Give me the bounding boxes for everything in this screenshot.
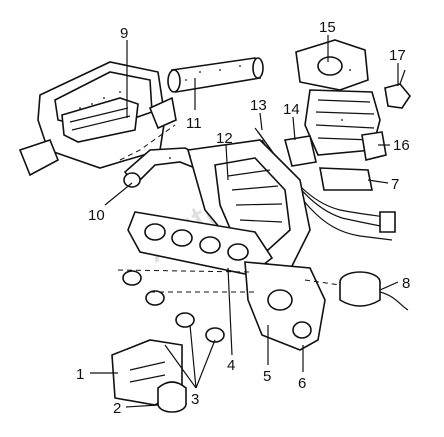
callout-6: 6 [298, 375, 306, 392]
breather-pipe [123, 147, 212, 188]
callout-7: 7 [391, 176, 399, 193]
manifold-gasket [127, 211, 274, 276]
leader-lines [90, 35, 399, 408]
callout-3: 3 [191, 391, 199, 408]
callout-12: 12 [216, 130, 233, 147]
callout-14: 14 [283, 101, 300, 118]
electrical-connector [283, 135, 317, 167]
callout-17: 17 [389, 47, 406, 64]
callout-1: 1 [76, 366, 84, 383]
callout-labels: 9 11 10 12 13 14 15 16 17 7 8 4 5 6 3 1 … [76, 19, 410, 417]
callout-13: 13 [250, 97, 267, 114]
callout-2: 2 [113, 400, 121, 417]
o-ring-gaskets [122, 270, 225, 343]
callout-11: 11 [186, 115, 202, 132]
callout-15: 15 [319, 19, 336, 36]
callout-16: 16 [393, 137, 410, 154]
intake-manifold [186, 139, 311, 271]
callout-4: 4 [227, 357, 235, 374]
stipple-texture [79, 65, 351, 159]
callout-9: 9 [120, 25, 128, 42]
exhaust-manifold [244, 261, 326, 351]
egr-cap [339, 271, 409, 311]
callout-8: 8 [402, 275, 410, 292]
throttle-body-assembly [295, 39, 387, 161]
callout-5: 5 [263, 368, 271, 385]
rubber-mount [157, 381, 187, 413]
mounting-bracket [319, 167, 373, 191]
callout-10: 10 [88, 207, 105, 224]
intake-hose [167, 57, 264, 93]
